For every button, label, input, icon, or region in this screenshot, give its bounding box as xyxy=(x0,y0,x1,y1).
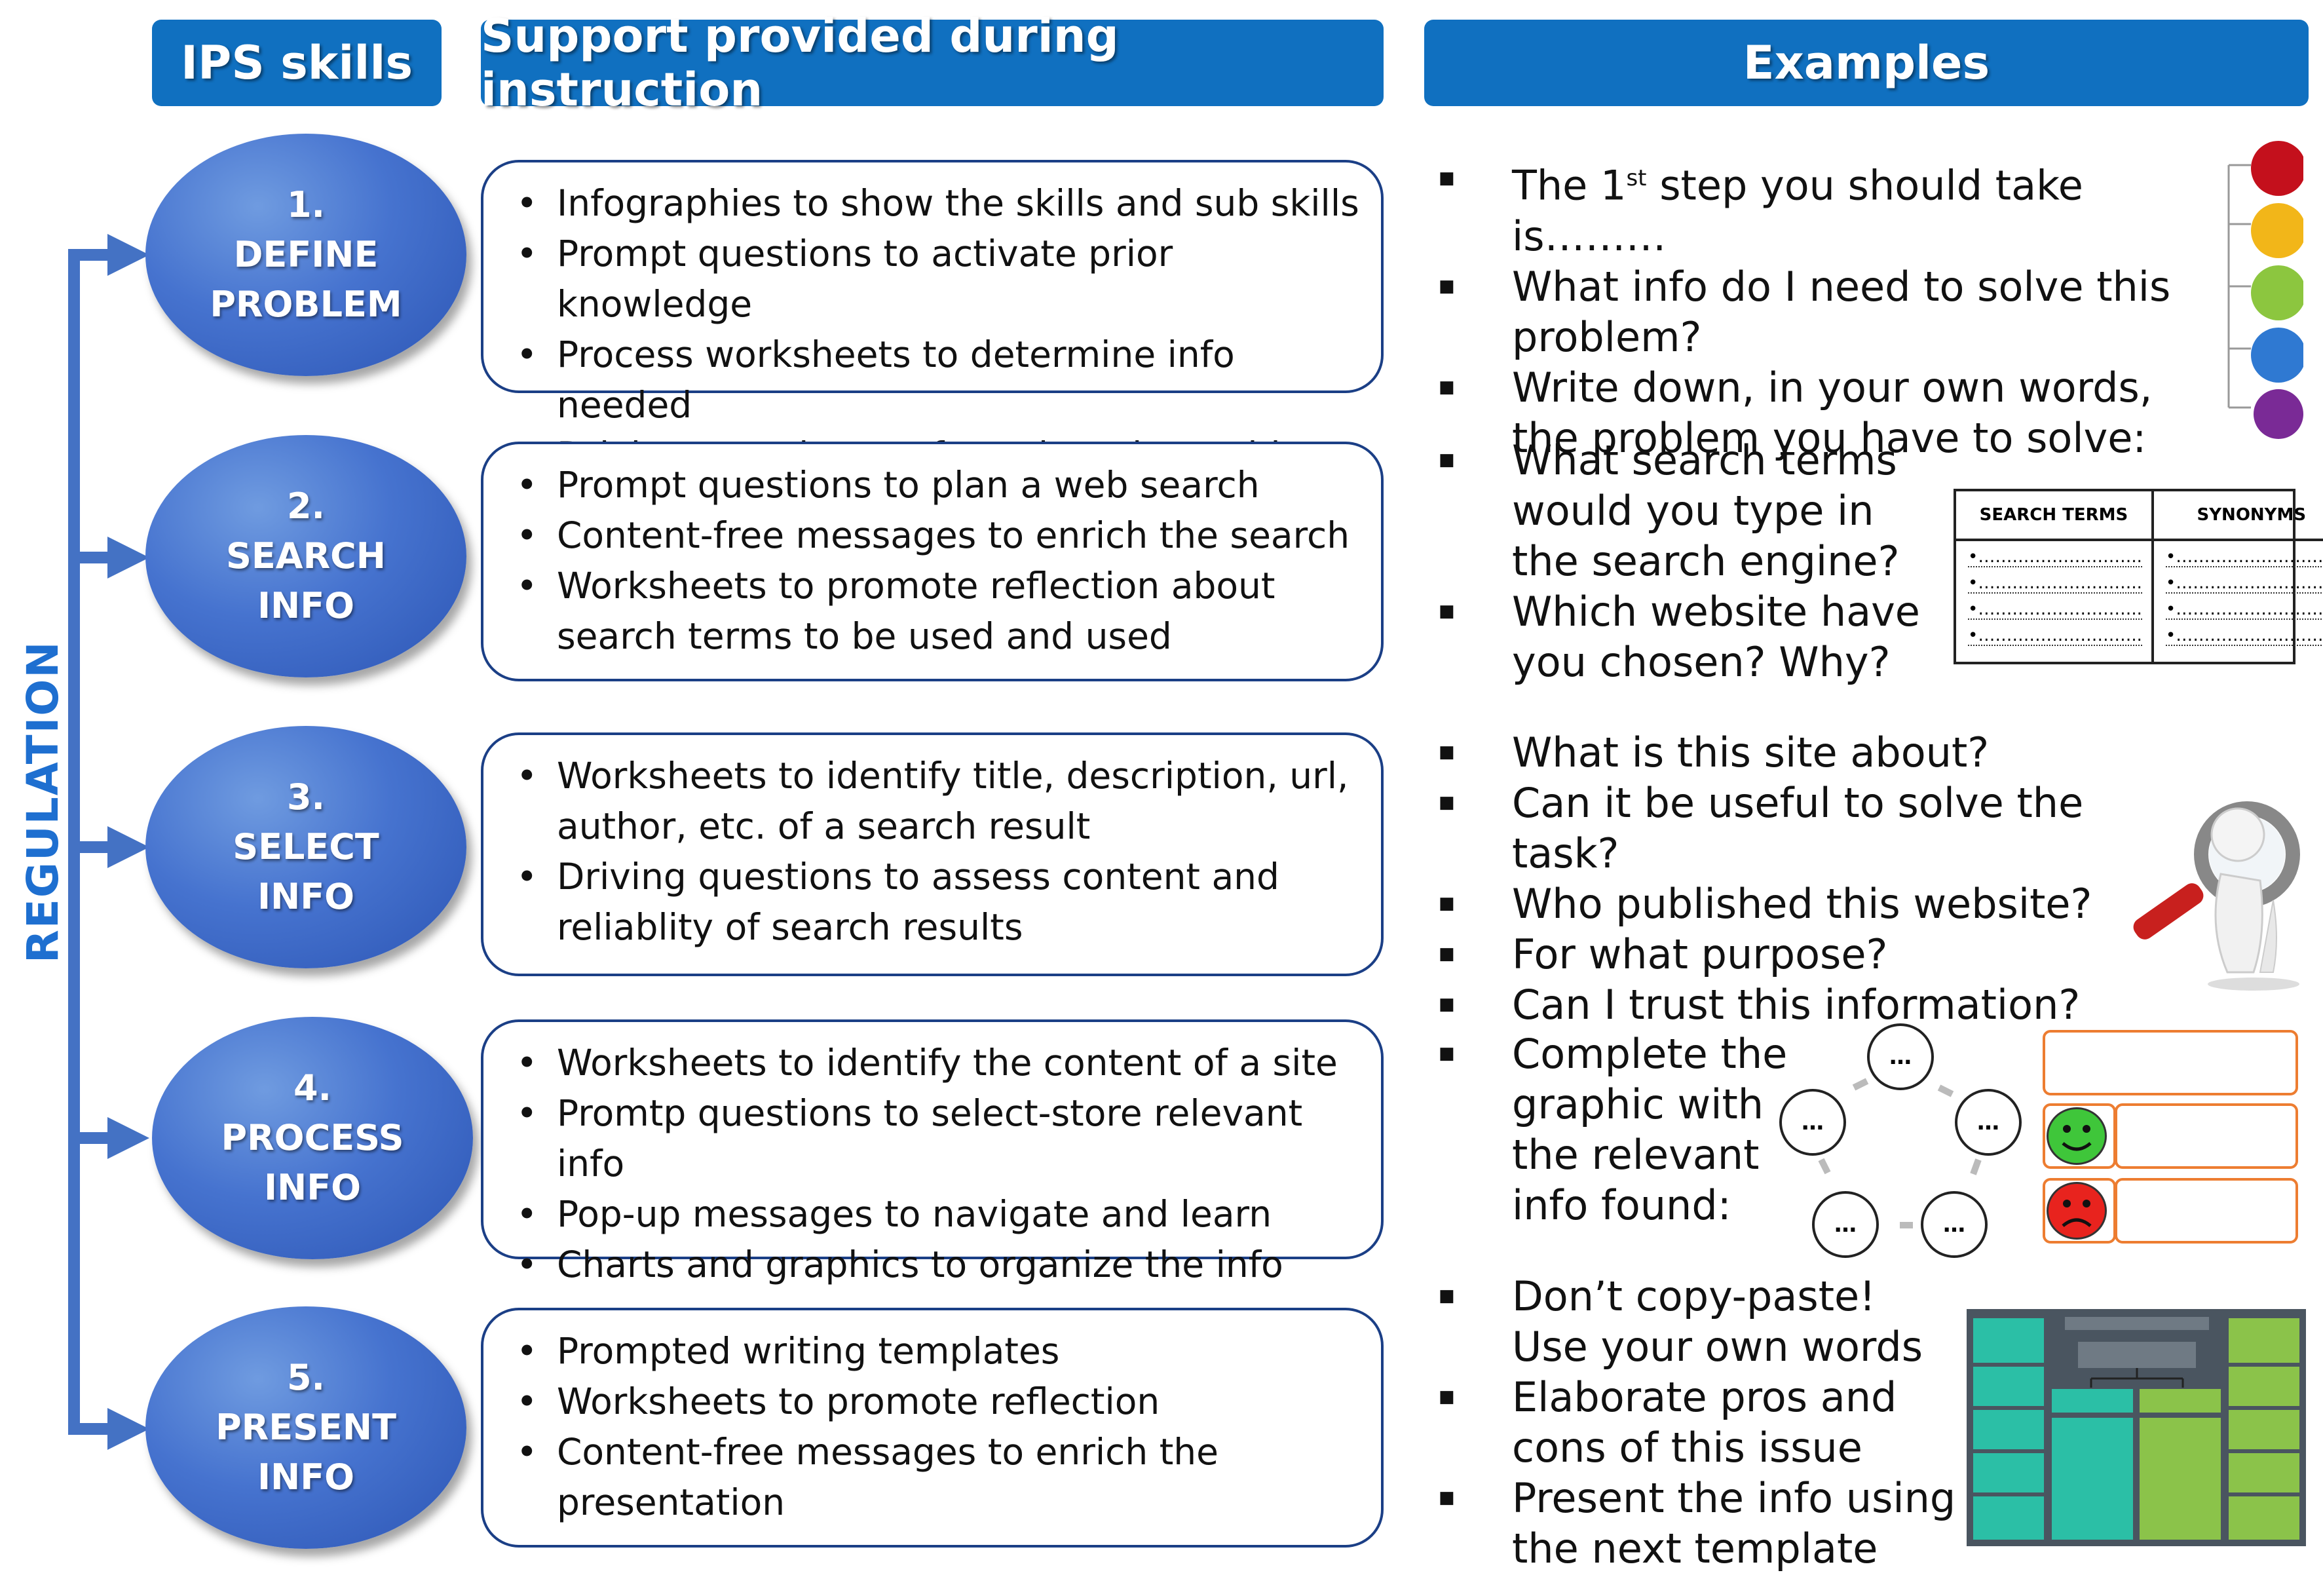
table-row: •……………………….. xyxy=(2165,626,2323,646)
presentation-template-thumbnail xyxy=(1967,1309,2306,1546)
step-search-info: 2. SEARCH INFO xyxy=(145,435,466,677)
support-box-select: Worksheets to identify title, descriptio… xyxy=(481,732,1384,976)
example-item: Present the info using the next template xyxy=(1439,1473,1956,1574)
step-label: SELECT xyxy=(233,826,379,867)
support-item: Worksheets to identify title, descriptio… xyxy=(516,751,1361,852)
support-item: Worksheets to identify the content of a … xyxy=(516,1038,1361,1088)
example-item: The 1st step you should take is……… xyxy=(1439,153,2205,261)
support-item: Charts and graphics to organize the info xyxy=(516,1240,1361,1290)
support-box-define: Infographies to show the skills and sub … xyxy=(481,160,1384,481)
support-item: Infographies to show the skills and sub … xyxy=(516,178,1361,229)
happy-face-icon xyxy=(2047,1107,2107,1165)
step-label: INFO xyxy=(257,585,355,626)
step-number: 5. xyxy=(286,1357,326,1398)
example-item: For what purpose? xyxy=(1439,929,2185,979)
example-item: Can I trust this information? xyxy=(1439,979,2185,1030)
step-label: DEFINE xyxy=(233,234,379,275)
step-label: PROCESS xyxy=(221,1117,404,1158)
step-number: 4. xyxy=(293,1067,332,1109)
support-item: Prompt questions to plan a web search xyxy=(516,460,1361,510)
example-item: Elaborate pros and cons of this issue xyxy=(1439,1372,1956,1473)
step-label: PROBLEM xyxy=(210,284,402,325)
support-box-present: Prompted writing templates Worksheets to… xyxy=(481,1308,1384,1548)
example-item: Don’t copy-paste! Use your own words xyxy=(1439,1271,1956,1372)
step-label: INFO xyxy=(257,1456,355,1498)
step-number: 1. xyxy=(286,184,326,225)
cycle-node: … xyxy=(1867,1023,1934,1090)
example-item: What search terms would you type in the … xyxy=(1439,435,1950,586)
support-item: Pop-up messages to navigate and learn xyxy=(516,1189,1361,1240)
table-row: •……………………….. xyxy=(1968,573,2142,594)
example-item: Can it be useful to solve the task? xyxy=(1439,778,2185,879)
answer-box xyxy=(2115,1103,2298,1169)
step-present-info: 5. PRESENT INFO xyxy=(145,1306,466,1549)
table-header: SYNONYMS xyxy=(2153,491,2323,541)
table-row: •……………………….. xyxy=(2165,548,2323,567)
steps-infographic xyxy=(2227,141,2303,439)
answer-box xyxy=(2115,1178,2298,1244)
examples-search: What search terms would you type in the … xyxy=(1439,435,1950,687)
example-item: What info do I need to solve this proble… xyxy=(1439,261,2205,362)
sad-face-icon xyxy=(2047,1182,2107,1240)
step-label: INFO xyxy=(263,1167,362,1208)
magnifier-figure-icon xyxy=(2133,801,2300,991)
support-box-search: Prompt questions to plan a web search Co… xyxy=(481,442,1384,681)
table-row: •……………………….. xyxy=(2165,600,2323,620)
step-label: SEARCH xyxy=(226,535,386,577)
examples-select: What is this site about? Can it be usefu… xyxy=(1439,727,2185,1030)
support-item: Promtp questions to select-store relevan… xyxy=(516,1088,1361,1189)
step-process-info: 4. PROCESS INFO xyxy=(152,1017,473,1259)
support-item: Content-free messages to enrich the pres… xyxy=(516,1427,1361,1528)
example-item: Which website have you chosen? Why? xyxy=(1439,586,1950,687)
step-number: 3. xyxy=(286,776,326,818)
support-item: Worksheets to promote reflection about s… xyxy=(516,561,1361,662)
cycle-node: … xyxy=(1812,1191,1879,1258)
step-label: PRESENT xyxy=(216,1407,396,1448)
support-item: Worksheets to promote reflection xyxy=(516,1377,1361,1427)
step-select-info: 3. SELECT INFO xyxy=(145,726,466,968)
step-label: INFO xyxy=(257,876,355,917)
cycle-node: … xyxy=(1779,1089,1846,1156)
support-item: Prompted writing templates xyxy=(516,1326,1361,1377)
example-item: What is this site about? xyxy=(1439,727,2185,778)
example-item: Who published this website? xyxy=(1439,879,2185,929)
cycle-node: … xyxy=(1955,1089,2022,1156)
answer-box xyxy=(2043,1030,2298,1095)
table-row: •……………………….. xyxy=(1968,547,2142,567)
examples-process: Complete the graphic with the relevant i… xyxy=(1439,1029,1792,1230)
table-row: •……………………….. xyxy=(1968,626,2142,646)
header-support: Support provided during instruction xyxy=(481,9,1384,117)
cycle-node: … xyxy=(1921,1191,1988,1258)
examples-present: Don’t copy-paste! Use your own words Ela… xyxy=(1439,1271,1956,1574)
example-item: Complete the graphic with the relevant i… xyxy=(1439,1029,1792,1230)
support-item: Prompt questions to activate prior knowl… xyxy=(516,229,1361,330)
regulation-label: REGULATION xyxy=(18,640,68,963)
step-define-problem: 1. DEFINE PROBLEM xyxy=(145,134,466,376)
header-ips-skills: IPS skills xyxy=(152,20,442,106)
table-header: SEARCH TERMS xyxy=(1956,491,2151,541)
search-terms-table: SEARCH TERMS •……………………….. •……………………….. •… xyxy=(1954,489,2323,664)
support-box-process: Worksheets to identify the content of a … xyxy=(481,1019,1384,1290)
support-item: Process worksheets to determine info nee… xyxy=(516,330,1361,430)
examples-define: The 1st step you should take is……… What … xyxy=(1439,153,2205,463)
support-item: Content-free messages to enrich the sear… xyxy=(516,510,1361,561)
step-number: 2. xyxy=(286,485,326,527)
table-row: •……………………….. xyxy=(2165,574,2323,594)
table-row: •……………………….. xyxy=(1968,599,2142,620)
support-item: Driving questions to assess content and … xyxy=(516,852,1361,953)
header-examples: Examples xyxy=(1424,20,2309,106)
